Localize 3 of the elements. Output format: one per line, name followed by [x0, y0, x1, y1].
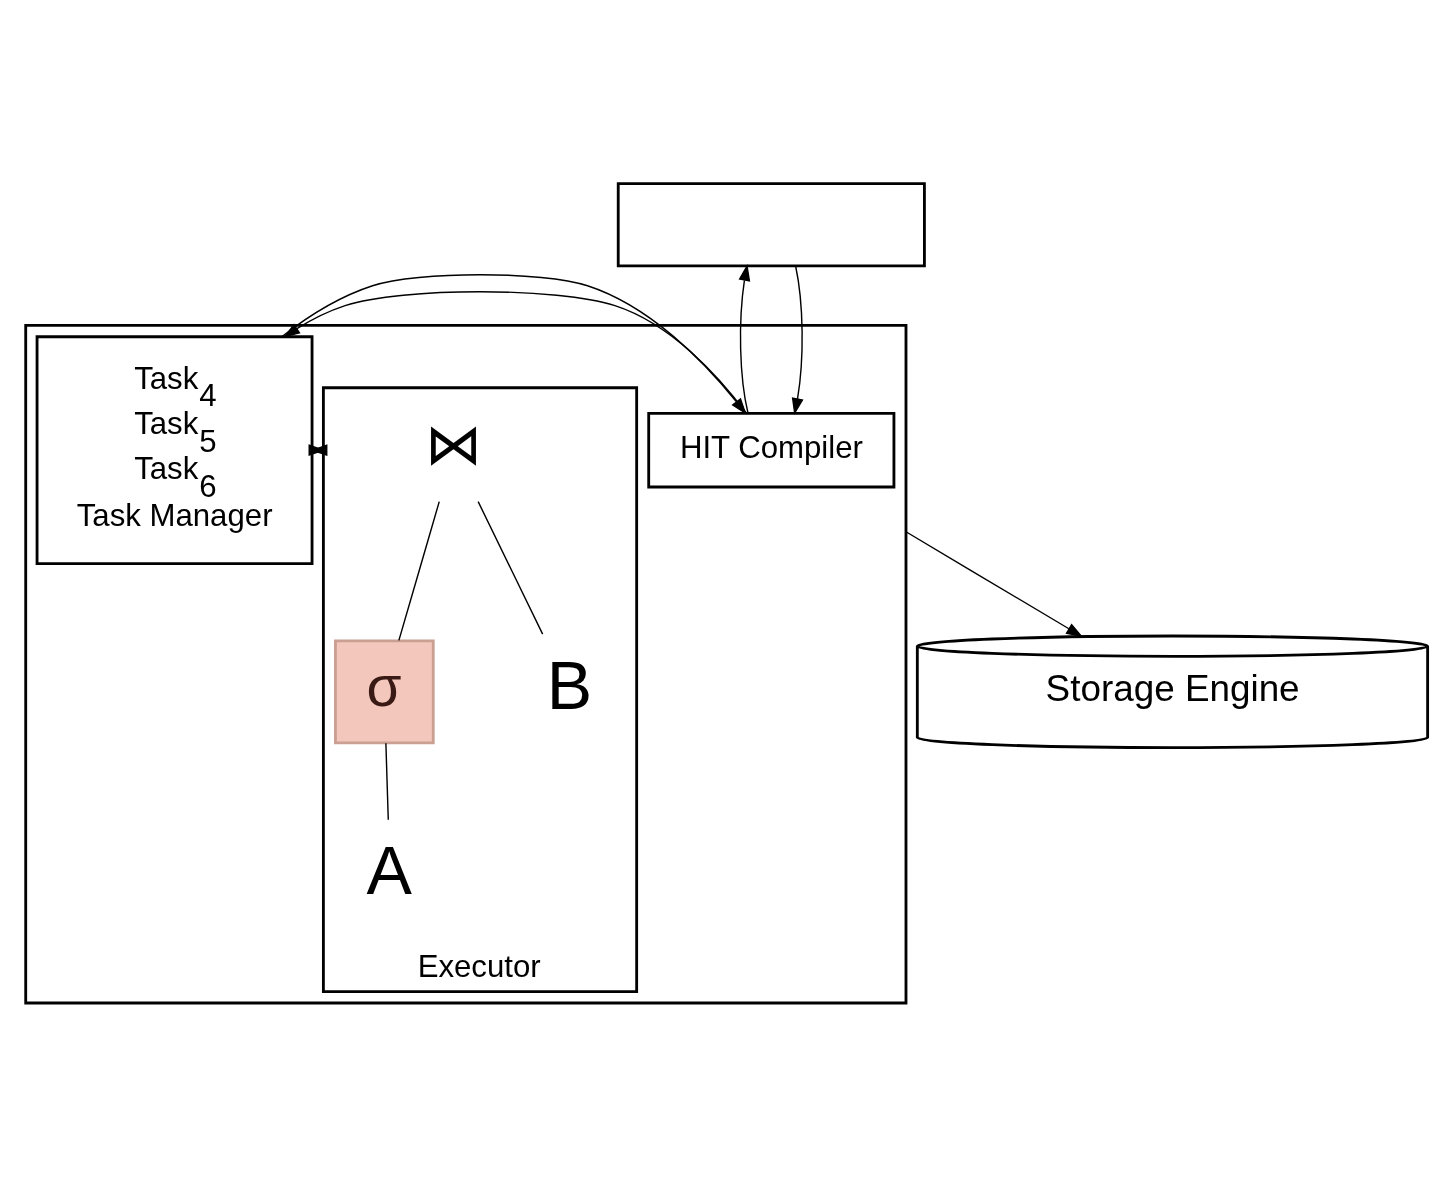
node-text: B: [546, 646, 593, 723]
node-text: ⋈: [425, 412, 483, 476]
node-text: A: [366, 831, 413, 908]
